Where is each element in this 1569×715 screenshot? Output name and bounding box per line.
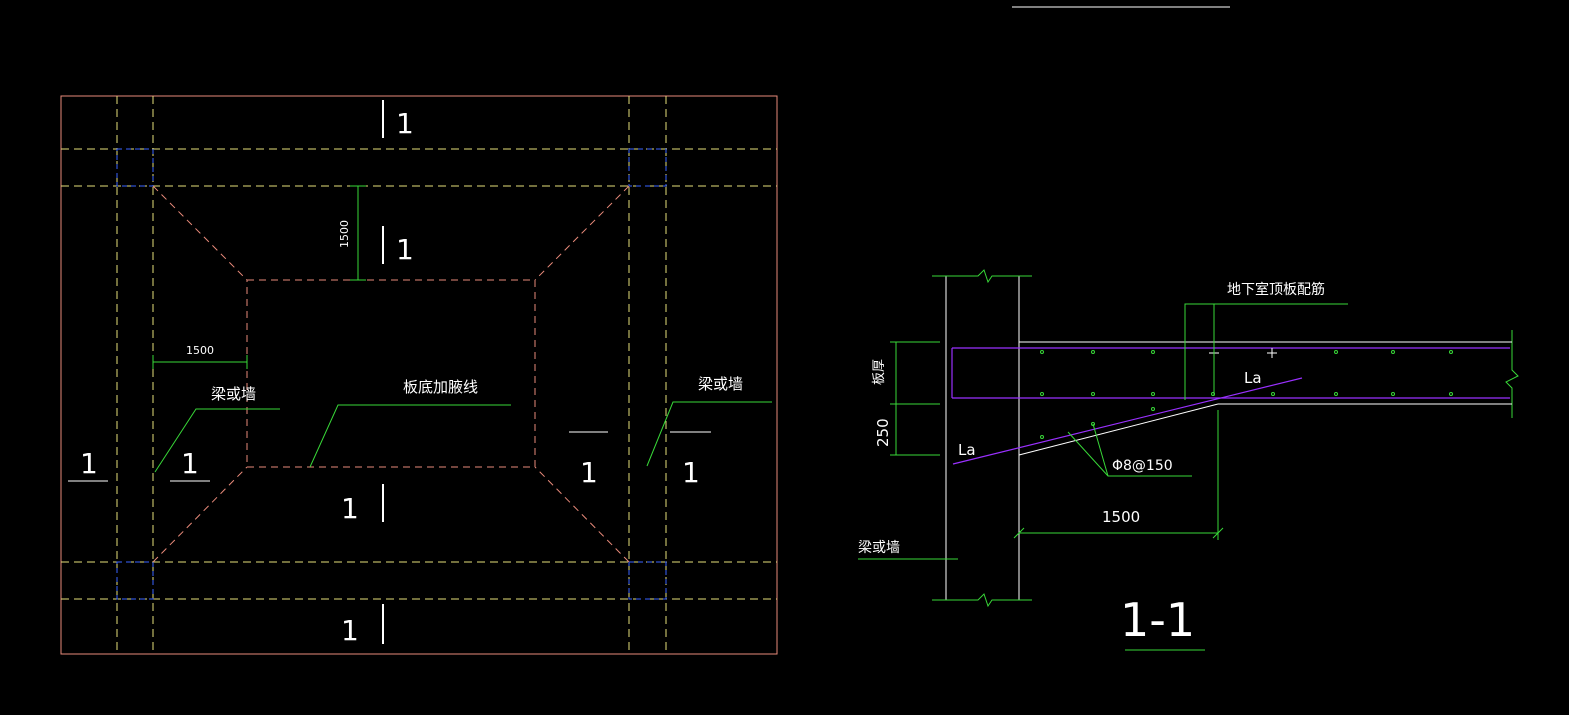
dim-1500-horizontal-text: 1500 xyxy=(186,344,214,357)
beam-axis-lines xyxy=(61,96,777,654)
cut-number-left-outer: 1 xyxy=(80,447,98,480)
break-line-bottom xyxy=(932,593,1032,608)
rebar-dot xyxy=(1334,392,1338,396)
section-cut-underlines xyxy=(68,431,711,482)
rebar-dot xyxy=(1151,392,1155,396)
haunch-slope-edge xyxy=(1018,403,1219,456)
rebar-dot xyxy=(1391,350,1395,354)
label-beam-or-wall-left: 梁或墙 xyxy=(211,385,256,403)
rebar-dot xyxy=(1334,350,1338,354)
rebar-dots xyxy=(1040,350,1453,439)
rebar-dot xyxy=(1391,392,1395,396)
rebar-dot xyxy=(1151,350,1155,354)
haunch-diagonal-bottom-right xyxy=(534,466,630,563)
dim-1500-vertical-text: 1500 xyxy=(338,220,351,248)
rebar-dot xyxy=(1449,350,1453,354)
cut-number-top-inner: 1 xyxy=(396,233,414,266)
cut-number-right-outer: 1 xyxy=(682,456,700,489)
wall-break-lines xyxy=(932,269,1519,608)
dimension-haunch-1500 xyxy=(1013,410,1224,540)
slab-concrete xyxy=(1018,341,1512,456)
rebar-dot xyxy=(1151,407,1155,411)
leader-haunch-line xyxy=(309,404,511,468)
haunch-diagonal-top-right xyxy=(534,185,630,281)
rebar-dot xyxy=(1091,350,1095,354)
leader-beam-or-wall-left xyxy=(154,408,280,473)
dim-haunch-tick-left xyxy=(1013,527,1025,539)
column-top-left xyxy=(116,148,154,187)
rebar-dot xyxy=(1040,350,1044,354)
cut-number-bottom-outer: 1 xyxy=(341,614,359,647)
leader-top-rebar-line xyxy=(1184,303,1348,400)
label-top-rebar: 地下室顶板配筋 xyxy=(1227,281,1325,298)
haunch-diagonal-top-left xyxy=(152,185,248,281)
dimension-horizontal-1500 xyxy=(152,355,248,369)
rebar-dot xyxy=(1091,392,1095,396)
leader-top-rebar xyxy=(1184,303,1348,400)
break-line-top xyxy=(932,269,1032,284)
rebar-dot xyxy=(1271,392,1275,396)
rebar-dot xyxy=(1449,392,1453,396)
plan-view: 1500 1500 梁或墙 板底加腋线 梁或墙 xyxy=(60,95,778,655)
anchor-label-right: La xyxy=(1244,369,1262,387)
rebar-haunch xyxy=(952,377,1303,465)
column-top-right xyxy=(628,148,667,187)
dim-250-text: 250 xyxy=(874,418,892,447)
rebar-dot xyxy=(1040,392,1044,396)
haunch-inner-rectangle xyxy=(246,279,536,468)
dim-1500-section-text: 1500 xyxy=(1102,508,1140,526)
column-markers xyxy=(116,148,667,600)
cut-number-left-inner: 1 xyxy=(181,447,199,480)
column-bottom-right xyxy=(628,561,667,600)
cut-number-top-outer: 1 xyxy=(396,107,414,140)
column-bottom-left xyxy=(116,561,154,600)
plan-leaders xyxy=(154,401,772,473)
section-view: 板厚 250 地下室顶板配筋 La La Φ8@150 1500 梁或墙 1-1 xyxy=(858,269,1519,651)
plan-outline xyxy=(60,95,778,655)
label-beam-or-wall-right: 梁或墙 xyxy=(698,375,743,393)
cut-number-bottom-inner: 1 xyxy=(341,492,359,525)
slab-rebar xyxy=(951,347,1510,465)
anchor-label-left: La xyxy=(958,441,976,459)
dimension-slab-thickness xyxy=(890,341,940,456)
dim-haunch-tick-right xyxy=(1212,527,1224,539)
section-cut-numbers: 1 1 1 1 1 1 1 1 xyxy=(80,107,700,647)
label-haunch-line: 板底加腋线 xyxy=(403,378,478,396)
haunch-lines xyxy=(152,185,630,563)
leader-beam-or-wall-right xyxy=(646,401,772,467)
section-wall xyxy=(945,276,1020,600)
cut-number-right-inner: 1 xyxy=(580,456,598,489)
label-beam-or-wall-section: 梁或墙 xyxy=(858,540,900,556)
leader-rebar-spec xyxy=(1067,423,1192,477)
rebar-spec-text: Φ8@150 xyxy=(1112,458,1173,474)
dimension-vertical-1500 xyxy=(350,185,366,281)
section-title: 1-1 xyxy=(1120,593,1195,647)
break-line-slab-end xyxy=(1505,330,1519,418)
label-slab-thickness: 板厚 xyxy=(872,359,887,385)
rebar-dot xyxy=(1040,435,1044,439)
haunch-diagonal-bottom-left xyxy=(152,466,248,563)
leader-rebar-spec-branch xyxy=(1092,423,1109,477)
